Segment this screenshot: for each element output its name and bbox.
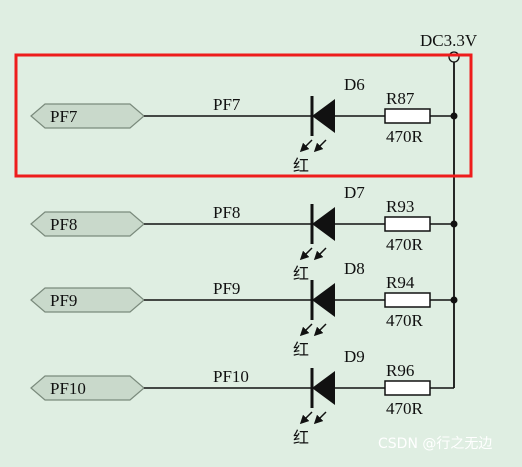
light-arrow: [313, 247, 327, 261]
resistor-body: [384, 380, 431, 396]
resistor-ref-label: R96: [386, 361, 414, 380]
led-triangle: [312, 283, 335, 317]
led-ref-label: D6: [344, 75, 365, 94]
led-color-label: 红: [293, 429, 309, 447]
junction-dot: [450, 296, 458, 304]
resistor-value-label: 470R: [386, 399, 424, 418]
led-ref-label: D8: [344, 259, 365, 278]
highlight-box: [14, 53, 473, 178]
resistor-ref-label: R94: [386, 273, 415, 292]
resistor-value-label: 470R: [386, 311, 424, 330]
light-arrow: [299, 139, 313, 153]
light-arrow: [299, 247, 313, 261]
light-arrow: [313, 139, 327, 153]
net-label: PF10: [213, 367, 249, 386]
net-label: PF7: [213, 95, 241, 114]
watermark: CSDN @行之无边: [378, 436, 492, 452]
led-color-label: 红: [293, 157, 309, 175]
resistor-ref-label: R93: [386, 197, 414, 216]
light-arrow: [313, 323, 327, 337]
led-rows: PF7PF7红D6R87470RPF8PF8红D7R93470RPF9PF9红D…: [30, 75, 458, 447]
led-ref-label: D9: [344, 347, 365, 366]
port-connector: [30, 103, 145, 129]
led-ref-label: D7: [344, 183, 365, 202]
supply-label: DC3.3V: [420, 31, 478, 50]
junction-dot: [450, 220, 458, 228]
led-triangle: [312, 99, 335, 133]
led-color-label: 红: [293, 341, 309, 359]
led-color-label: 红: [293, 265, 309, 283]
port-connector: [30, 375, 145, 401]
resistor-body: [384, 216, 431, 232]
port-label: PF7: [50, 107, 78, 126]
resistor-value-label: 470R: [386, 235, 424, 254]
port-label: PF8: [50, 215, 77, 234]
resistor-ref-label: R87: [386, 89, 415, 108]
port-connector: [30, 287, 145, 313]
net-label: PF8: [213, 203, 240, 222]
led-triangle: [312, 207, 335, 241]
port-label: PF9: [50, 291, 77, 310]
led-triangle: [312, 371, 335, 405]
light-arrow: [299, 411, 313, 425]
resistor-value-label: 470R: [386, 127, 424, 146]
light-arrow: [299, 323, 313, 337]
port-connector: [30, 211, 145, 237]
resistor-body: [384, 292, 431, 308]
resistor-body: [384, 108, 431, 124]
port-label: PF10: [50, 379, 86, 398]
light-arrow: [313, 411, 327, 425]
junction-dot: [450, 112, 458, 120]
net-label: PF9: [213, 279, 240, 298]
